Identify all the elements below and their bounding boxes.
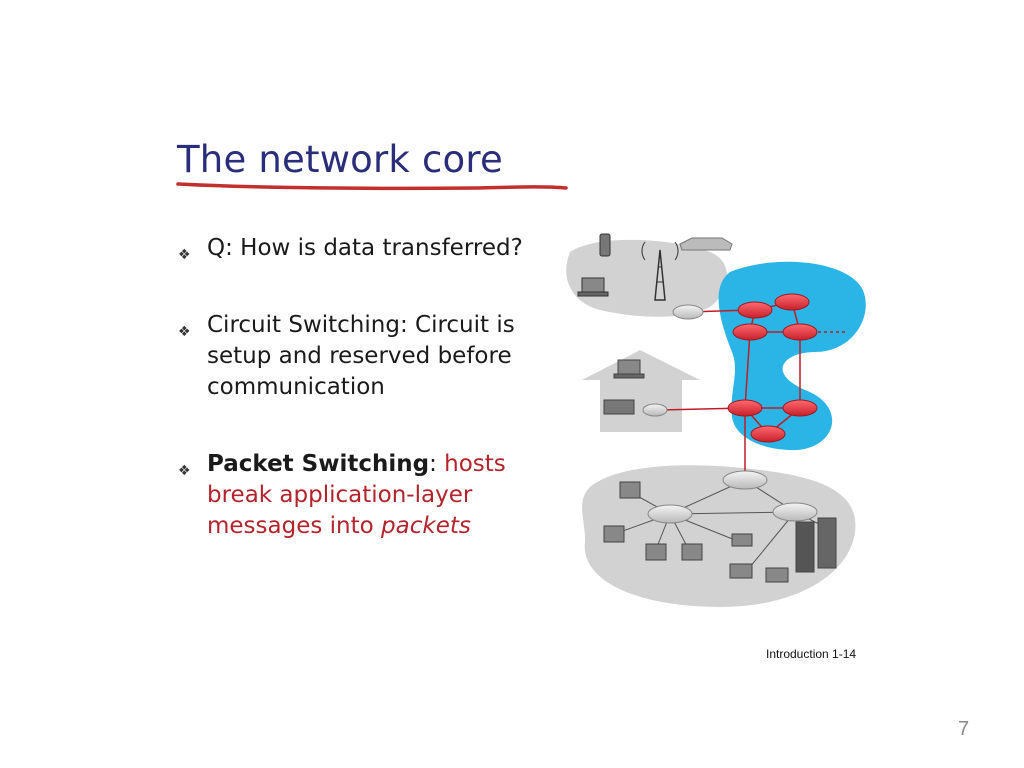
slide-caption: Introduction 1-14 bbox=[766, 647, 857, 661]
core-routers bbox=[727, 293, 818, 443]
home-network-devices bbox=[603, 359, 668, 417]
mobile-network-region bbox=[566, 239, 727, 317]
page-number: 7 bbox=[958, 718, 970, 740]
diamond-bullet-icon: ❖ bbox=[178, 324, 191, 340]
enterprise-routers bbox=[647, 470, 818, 524]
mobile-network-devices bbox=[577, 233, 733, 320]
bullet-separator: : bbox=[429, 451, 437, 477]
bullet-item: ❖ Packet Switching: hosts break applicat… bbox=[178, 449, 538, 542]
bullet-item: ❖ Q: How is data transferred? bbox=[178, 233, 538, 264]
bullet-text: Q: How is data transferred? bbox=[207, 235, 523, 261]
network-core-diagram bbox=[566, 233, 866, 607]
bullet-body: hosts break application-layer messages i… bbox=[207, 451, 506, 539]
bullet-item: ❖ Circuit Switching: Circuit is setup an… bbox=[178, 310, 538, 403]
bullet-italic: packets bbox=[381, 513, 471, 539]
slide-title: The network core bbox=[177, 138, 503, 181]
bullet-lead: Packet Switching bbox=[207, 451, 430, 477]
diamond-bullet-icon: ❖ bbox=[178, 247, 191, 263]
enterprise-hosts bbox=[603, 481, 837, 583]
bullet-list: ❖ Q: How is data transferred? ❖ Circuit … bbox=[178, 233, 538, 542]
diamond-bullet-icon: ❖ bbox=[178, 463, 191, 479]
core-network-region bbox=[718, 261, 866, 451]
bullet-text: Circuit Switching: Circuit is setup and … bbox=[207, 312, 515, 400]
home-network-region bbox=[582, 350, 700, 380]
title-underline bbox=[176, 182, 568, 191]
